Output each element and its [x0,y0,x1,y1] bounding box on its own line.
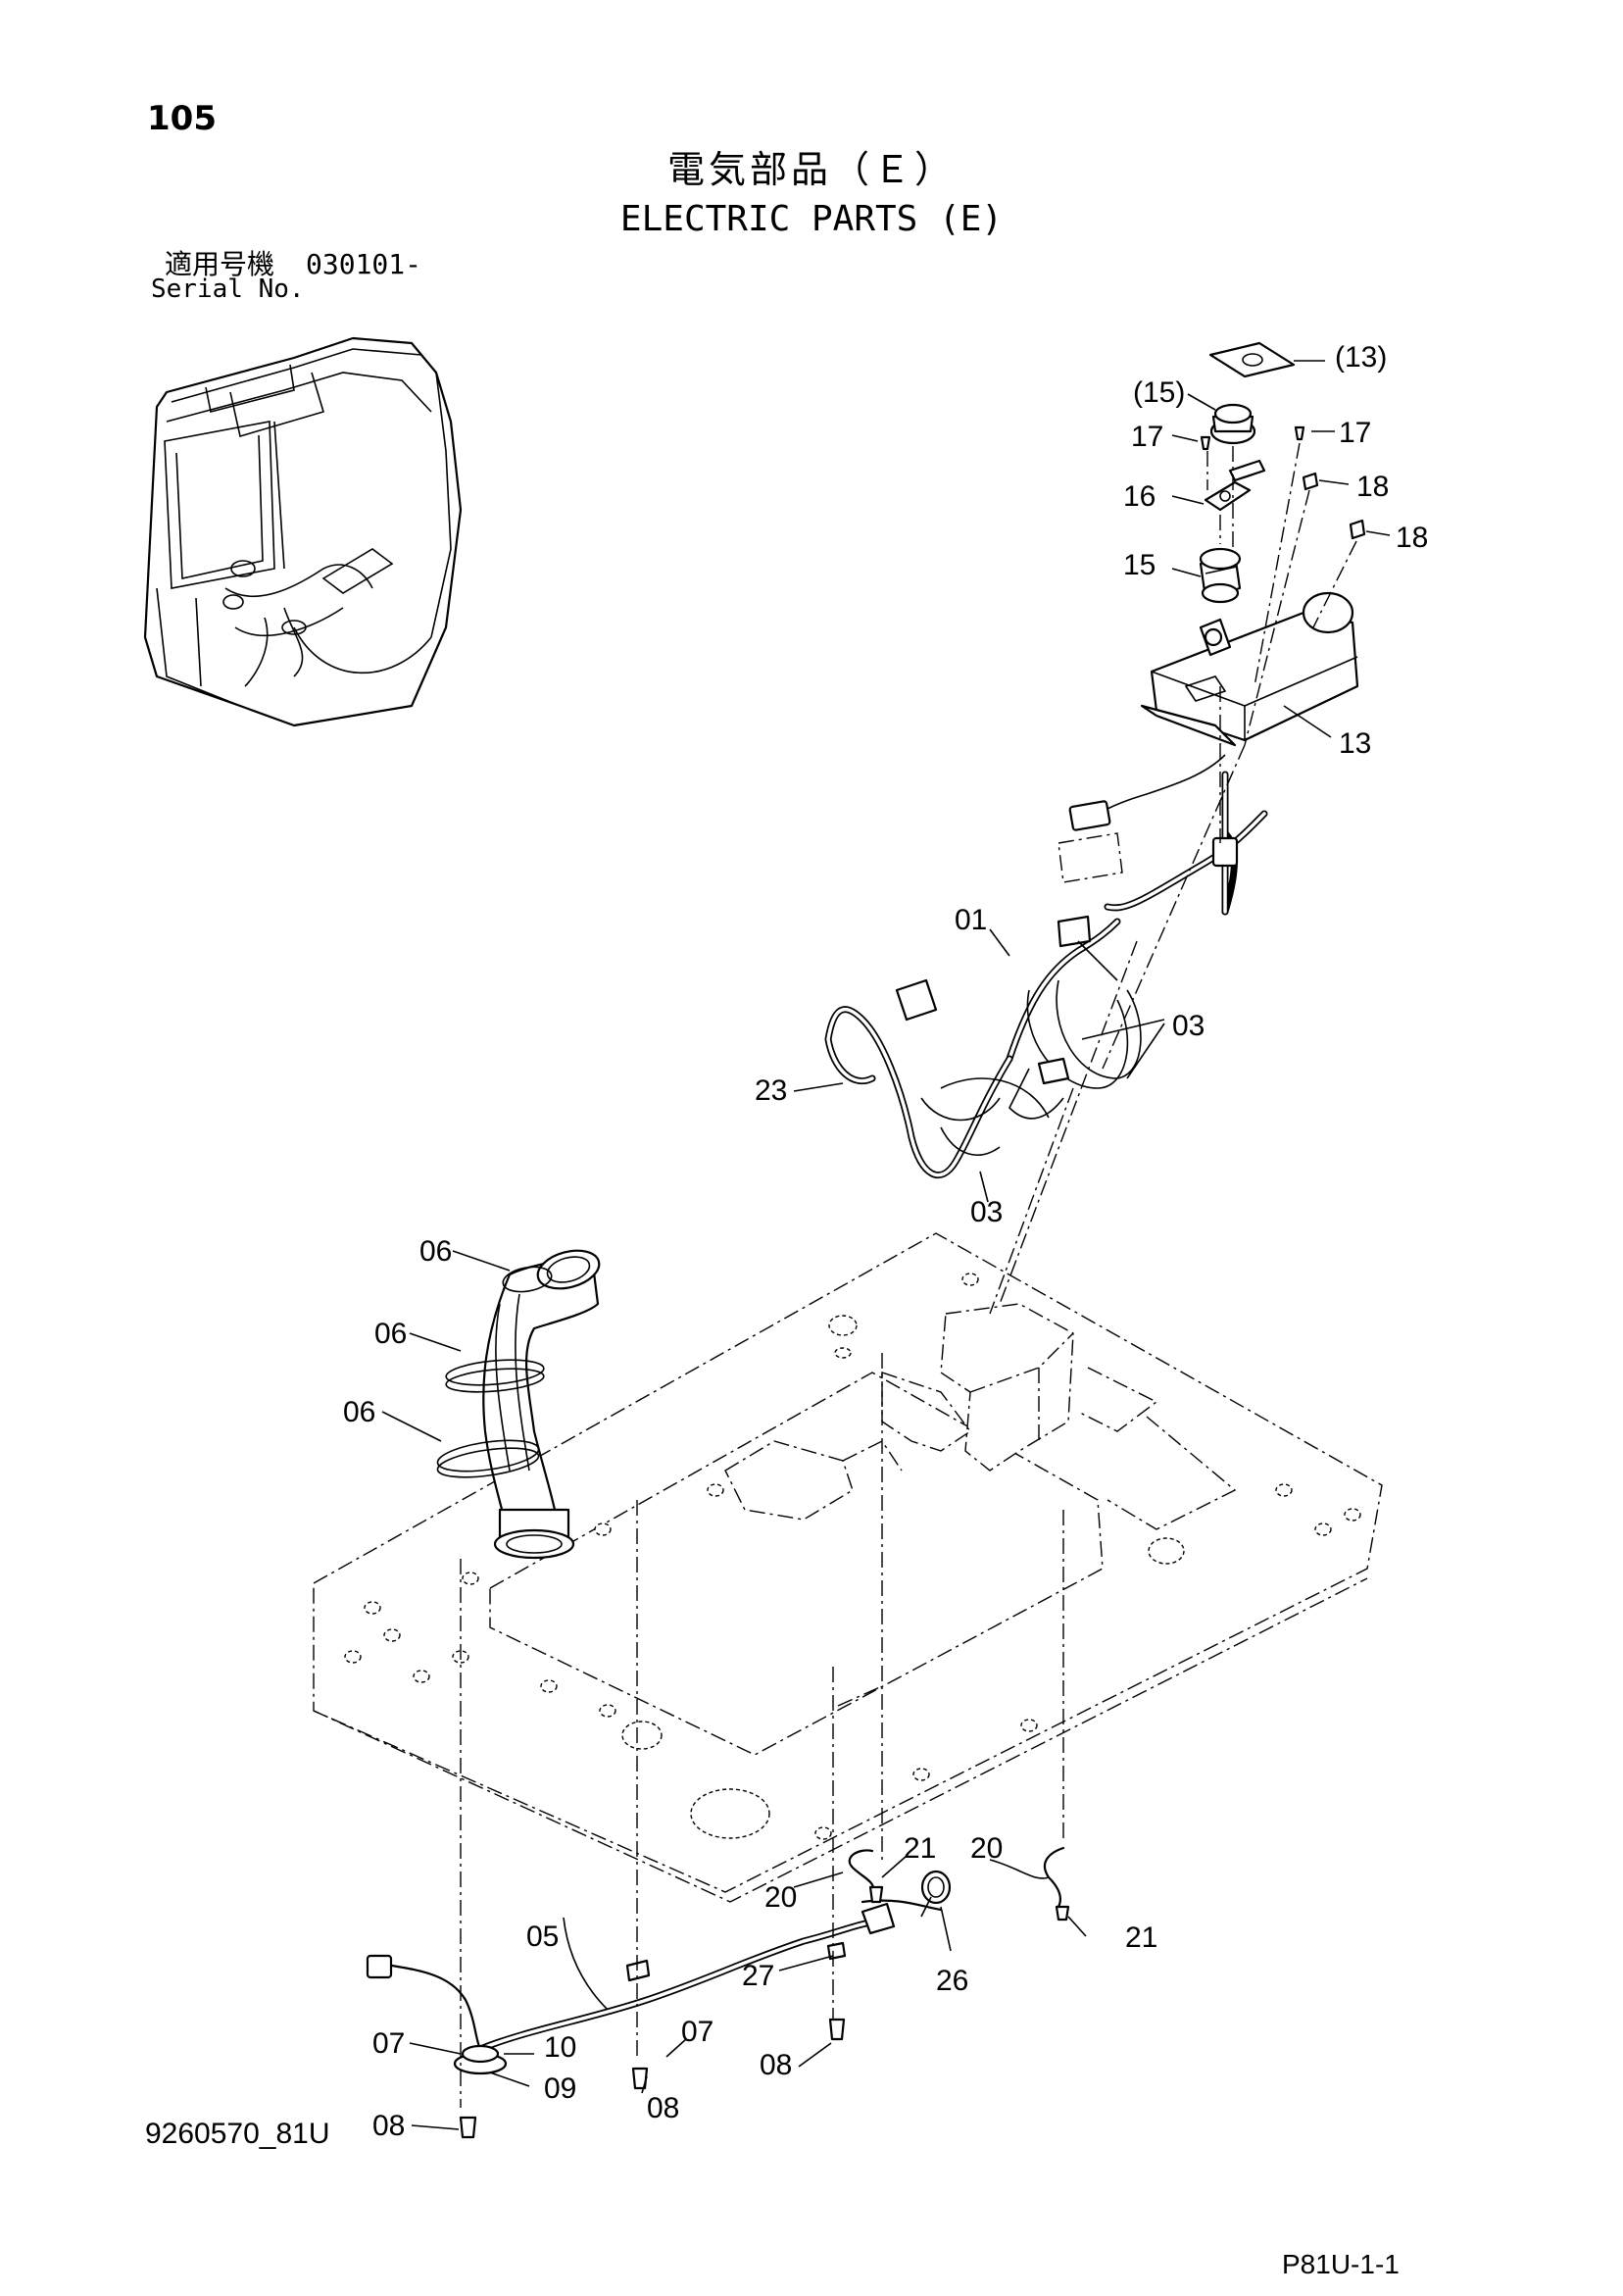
callout-15-paren: (15) [1133,376,1185,409]
switch-knob-15 [1209,403,1256,445]
page-reference: P81U-1-1 [1282,2249,1400,2279]
title-english: ELECTRIC PARTS (E) [619,199,1004,239]
title-japanese: 電気部品（Ｅ） [666,148,956,191]
callout-07-left: 07 [372,2027,405,2060]
callout-16: 16 [1123,480,1156,513]
callout-23: 23 [755,1074,787,1107]
lower-alignment-lines [460,1353,1064,2108]
callout-08-mid: 08 [647,2092,679,2124]
cab-overview-illustration [143,336,463,727]
serial-label-japanese: 適用号機 [165,248,275,280]
plate-13 [1208,341,1296,378]
floor-plate-outline [313,1232,1383,1903]
page-number: 105 [147,99,217,138]
callout-07-mid: 07 [681,2016,713,2048]
callout-01: 01 [955,904,987,936]
leader-lines [381,360,1391,2130]
callout-08-right: 08 [760,2049,792,2081]
callout-20-right: 20 [970,1832,1003,1865]
harness-05 [366,1899,943,2139]
serial-label-english: Serial No. [151,275,305,304]
callout-06-top: 06 [419,1235,452,1268]
callout-21-right: 21 [1125,1922,1157,1954]
bracket-16 [1204,459,1266,512]
callout-17-right: 17 [1339,417,1371,449]
callout-10: 10 [544,2031,576,2064]
callout-26: 26 [936,1965,968,1997]
air-duct [436,1249,601,1560]
callout-18-top: 18 [1356,471,1389,503]
callout-labels: (13) (15) 17 17 18 18 16 15 13 01 03 03 … [343,341,1428,2142]
screws-17-18 [1200,425,1366,540]
callout-13-paren: (13) [1335,341,1387,374]
serial-number-value: 030101- [306,248,422,280]
callout-03-right: 03 [1172,1010,1205,1042]
callout-06-mid: 06 [374,1318,407,1350]
callout-03-bottom: 03 [970,1196,1003,1228]
harness-01 [824,771,1268,1179]
switch-15 [1199,547,1242,604]
callout-20-left: 20 [764,1881,797,1914]
callout-27: 27 [742,1960,774,1992]
callout-08-left: 08 [372,2110,405,2142]
upper-alignment-lines [989,442,1357,1315]
callout-09: 09 [544,2072,576,2105]
callout-05: 05 [526,1921,559,1953]
callout-18-bottom: 18 [1396,522,1428,554]
callout-15: 15 [1123,549,1156,581]
drawing-number: 9260570_81U [145,2118,330,2150]
switch-console-13 [1107,591,1359,810]
callout-06-low: 06 [343,1396,375,1428]
callout-17-left: 17 [1131,421,1163,453]
callout-21-left: 21 [904,1832,936,1865]
callout-13: 13 [1339,727,1371,760]
